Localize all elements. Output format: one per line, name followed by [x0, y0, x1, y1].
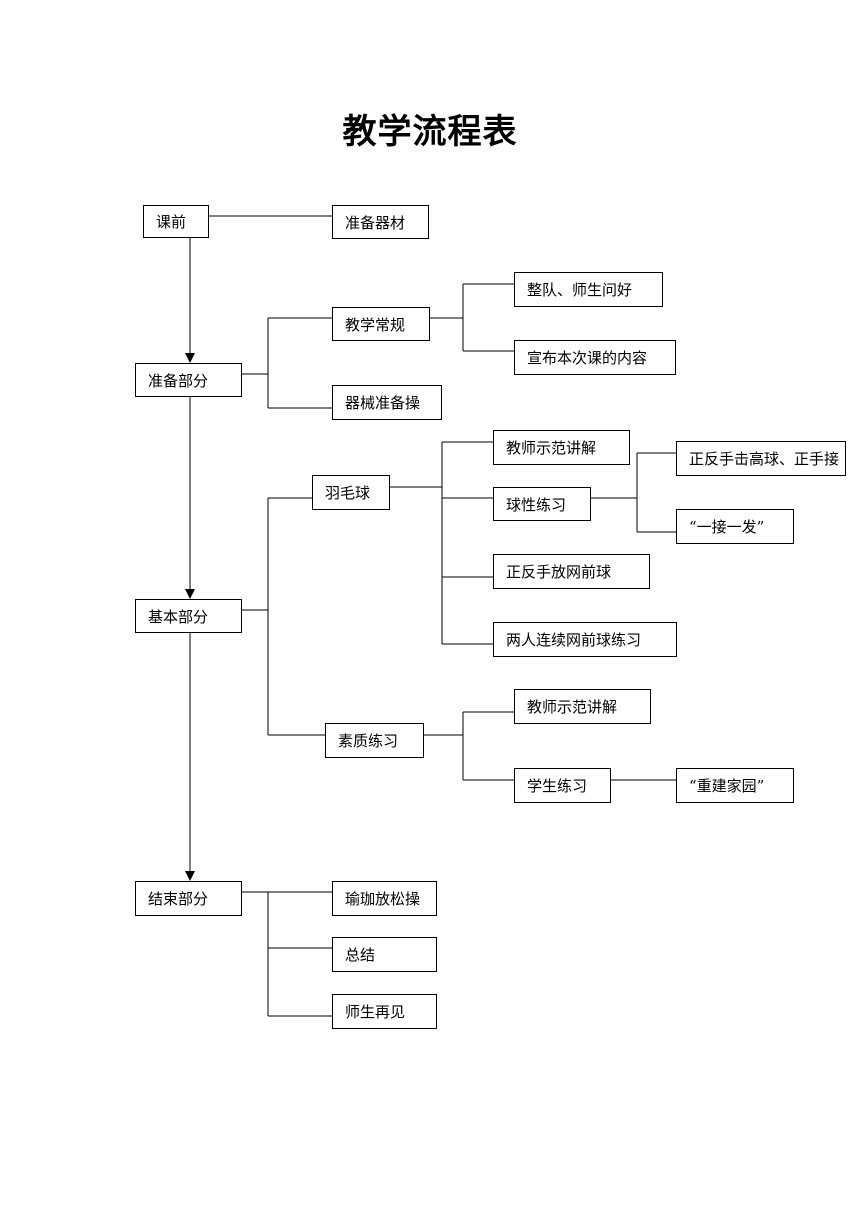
node-pair-net-practice: 两人连续网前球练习 — [493, 622, 677, 657]
node-ball-feel-practice: 球性练习 — [493, 487, 591, 521]
node-teacher-demo-1: 教师示范讲解 — [493, 430, 630, 465]
node-equipment-exercise: 器械准备操 — [332, 385, 442, 420]
node-prepare-equipment: 准备器材 — [332, 205, 429, 239]
node-teaching-routine: 教学常规 — [332, 307, 430, 341]
node-catch-serve: “一接一发” — [676, 509, 794, 544]
node-fitness-practice: 素质练习 — [325, 723, 424, 758]
node-rebuild-home: “重建家园” — [676, 768, 794, 803]
node-yoga-relax: 瑜珈放松操 — [332, 881, 437, 916]
node-ending-part: 结束部分 — [135, 881, 242, 916]
node-teacher-demo-2: 教师示范讲解 — [514, 689, 651, 724]
node-summary: 总结 — [332, 937, 437, 972]
node-preparation-part: 准备部分 — [135, 363, 242, 397]
node-high-clear: 正反手击高球、正手接 — [676, 441, 846, 476]
node-announce-content: 宣布本次课的内容 — [514, 340, 676, 375]
node-line-up-greet: 整队、师生问好 — [514, 272, 663, 307]
node-net-shot: 正反手放网前球 — [493, 554, 650, 589]
node-basic-part: 基本部分 — [135, 599, 242, 633]
node-goodbye: 师生再见 — [332, 994, 437, 1029]
node-badminton: 羽毛球 — [312, 475, 390, 510]
node-pre-class: 课前 — [143, 205, 209, 238]
page-title: 教学流程表 — [342, 112, 518, 152]
node-student-practice: 学生练习 — [514, 768, 611, 803]
